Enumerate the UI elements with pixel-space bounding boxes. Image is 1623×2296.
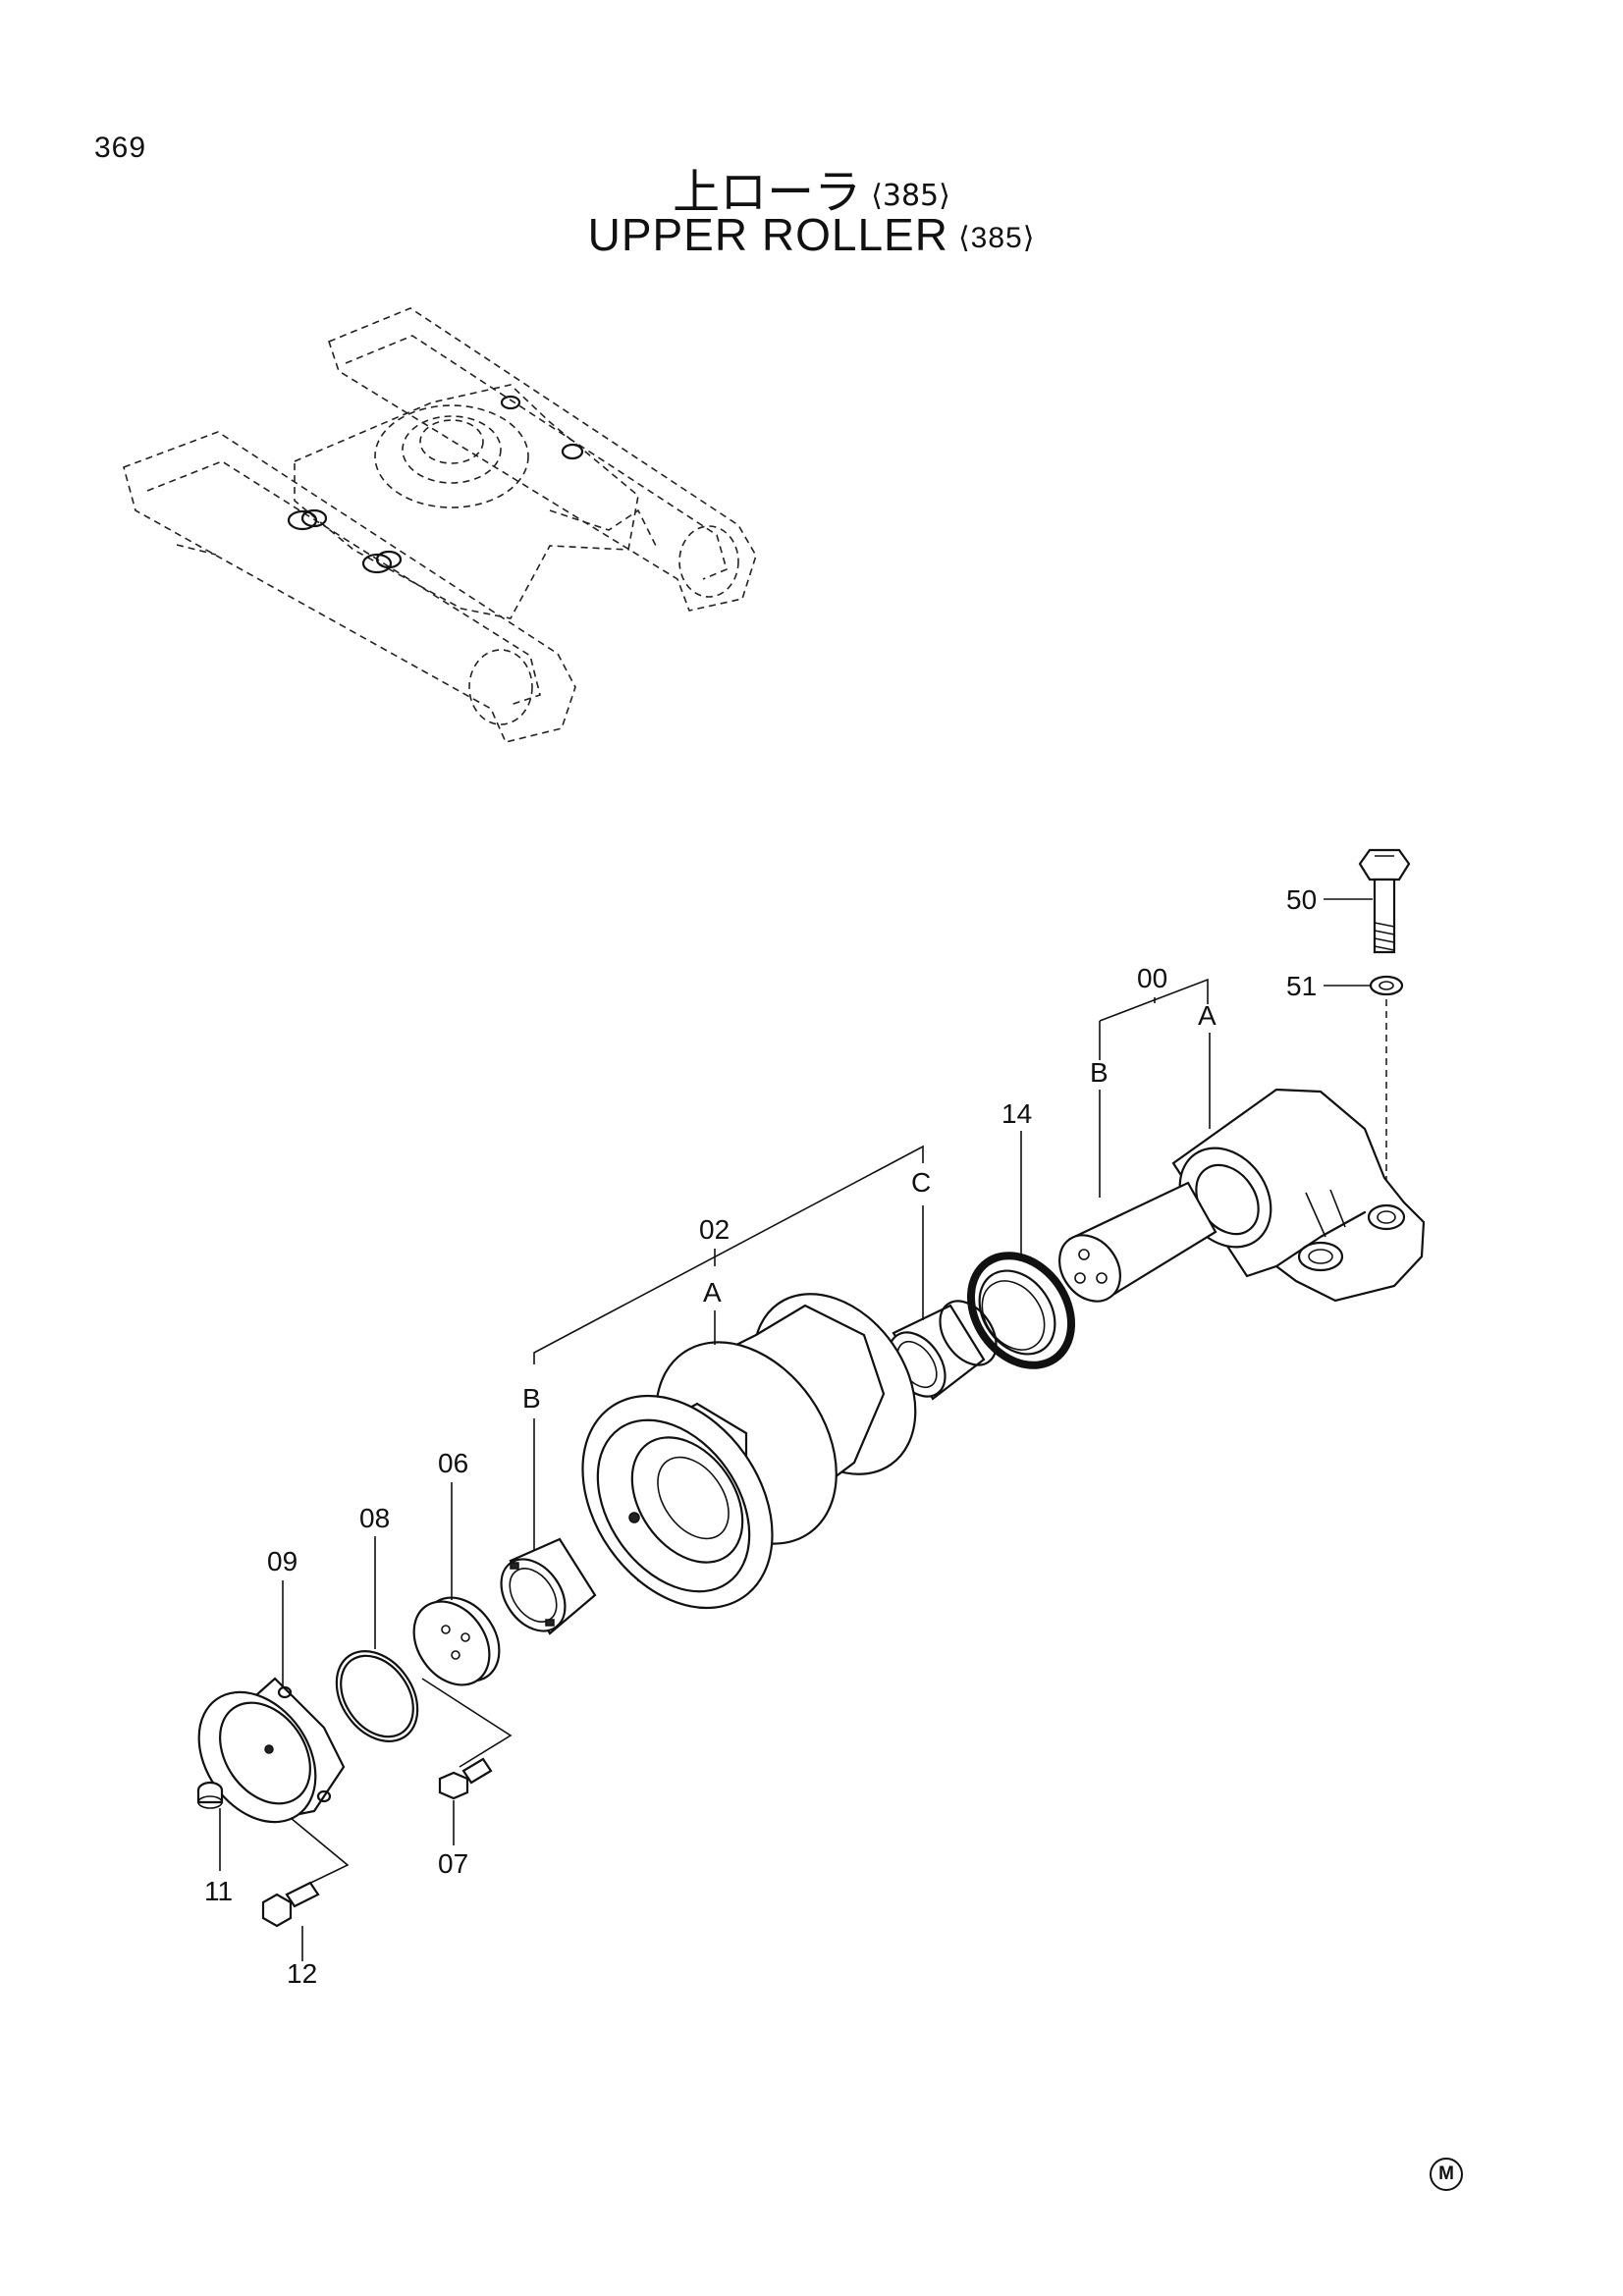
o-ring-08: [335, 1650, 419, 1742]
bushing-b: [500, 1537, 597, 1635]
callout-02-a: A: [703, 1277, 722, 1308]
washer-51: [1369, 975, 1404, 996]
model-code-jp: ⟨385⟩: [871, 178, 950, 213]
title-japanese-text: 上ローラ: [673, 165, 862, 220]
callout-02: 02: [699, 1214, 730, 1245]
callout-02-b: B: [522, 1383, 541, 1414]
callout-08: 08: [359, 1503, 390, 1533]
callout-06: 06: [438, 1448, 468, 1478]
cover-09: [197, 1677, 346, 1824]
roller-02: [581, 1293, 917, 1610]
callout-14: 14: [1001, 1098, 1032, 1129]
page-number: 369: [94, 132, 147, 164]
thrust-plate-06: [412, 1596, 501, 1686]
callout-02-c: C: [911, 1167, 931, 1198]
shaft-bracket-00: [1058, 1088, 1426, 1303]
leader-lines: [219, 898, 1373, 1961]
callout-11: 11: [204, 1876, 233, 1906]
callout-00: 00: [1137, 963, 1167, 993]
callout-50: 50: [1286, 884, 1317, 915]
callout-07: 07: [438, 1848, 468, 1879]
plug-11: [196, 1781, 224, 1809]
bolt-12: [261, 1881, 320, 1928]
callout-09: 09: [267, 1546, 298, 1576]
title-japanese: 上ローラ ⟨385⟩: [0, 153, 1623, 222]
upper-roller-location-3: [500, 395, 521, 410]
upper-roller-location-1: [287, 508, 328, 531]
title-english: UPPER ROLLER ⟨385⟩: [0, 208, 1623, 261]
title-english-text: UPPER ROLLER: [587, 209, 948, 260]
callout-51: 51: [1286, 971, 1317, 1001]
manufacturer-mark: M: [1430, 2158, 1463, 2191]
callout-12: 12: [287, 1958, 317, 1989]
upper-roller-location-4: [561, 443, 584, 460]
undercarriage-overview: [123, 307, 757, 743]
model-code-en: ⟨385⟩: [957, 222, 1036, 255]
bolt-50: [1358, 848, 1411, 954]
callout-00-b: B: [1090, 1057, 1109, 1088]
upper-roller-location-2: [361, 550, 403, 574]
callout-00-a: A: [1198, 1000, 1217, 1031]
bolt-07: [438, 1757, 493, 1800]
